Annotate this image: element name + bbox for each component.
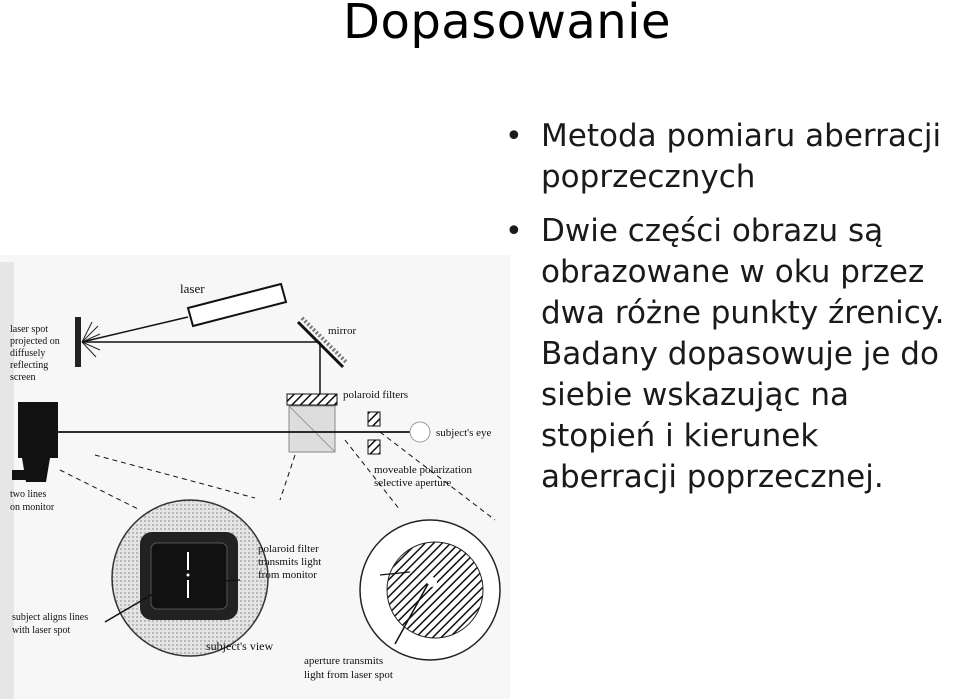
- bullet-icon: •: [505, 119, 523, 154]
- monitor-icon: [12, 402, 58, 482]
- label-laser-spot: laser spot: [10, 324, 48, 335]
- label-polaroid-filter: from monitor: [258, 569, 317, 581]
- label-laser: laser: [180, 281, 205, 296]
- label-moveable-aperture: moveable polarization: [374, 464, 473, 476]
- polaroid-filters-icon: [286, 393, 338, 406]
- projection-lines: [59, 431, 496, 521]
- label-polaroid-filters: polaroid filters: [343, 389, 408, 401]
- subjects-view-icon: [111, 499, 269, 657]
- optical-setup-figure: laser mirror laser spot projected on dif…: [0, 255, 510, 699]
- bullet-text: Dwie części obrazu są obrazowane w oku p…: [541, 213, 945, 495]
- page-edge: [0, 262, 14, 699]
- label-two-lines: two lines: [10, 489, 46, 500]
- arrow-icon: [394, 583, 429, 645]
- beam-splitter-diagonal: [288, 405, 336, 453]
- label-moveable-aperture: selective aperture: [374, 477, 451, 489]
- laser-beam: [81, 316, 189, 343]
- leader-line: [379, 571, 411, 576]
- aperture-block-icon: [367, 411, 381, 427]
- label-aperture-transmits: light from laser spot: [304, 669, 393, 681]
- label-mirror: mirror: [328, 325, 356, 337]
- label-subjects-view: subject's view: [206, 639, 273, 653]
- bullet-list: • Metoda pomiaru aberracji poprzecznych •…: [505, 116, 959, 511]
- aperture-view-icon: [359, 519, 501, 661]
- arrow-icon: [104, 577, 181, 623]
- bullet-item: • Dwie części obrazu są obrazowane w oku …: [505, 211, 959, 498]
- slide-title: Dopasowanie: [343, 0, 672, 50]
- bullet-item: • Metoda pomiaru aberracji poprzecznych: [505, 116, 959, 198]
- label-polaroid-filter: polaroid filter: [258, 543, 319, 555]
- leader-line: [209, 579, 241, 583]
- label-laser-spot: screen: [10, 372, 36, 383]
- eye-icon: [409, 421, 431, 443]
- screen-icon: [75, 317, 81, 367]
- label-laser-spot: diffusely: [10, 348, 45, 359]
- bullet-text: Metoda pomiaru aberracji poprzecznych: [541, 118, 942, 195]
- label-subjects-eye: subject's eye: [436, 427, 492, 439]
- label-aperture-transmits: aperture transmits: [304, 655, 383, 667]
- label-subject-aligns: with laser spot: [12, 625, 71, 636]
- label-subject-aligns: subject aligns lines: [12, 612, 88, 623]
- laser-icon: [186, 282, 288, 328]
- label-laser-spot: projected on: [10, 336, 60, 347]
- label-two-lines: on monitor: [10, 502, 55, 513]
- aperture-block-icon: [367, 439, 381, 455]
- bullet-icon: •: [505, 214, 523, 249]
- label-laser-spot: reflecting: [10, 360, 48, 371]
- label-polaroid-filter: transmits light: [258, 556, 321, 568]
